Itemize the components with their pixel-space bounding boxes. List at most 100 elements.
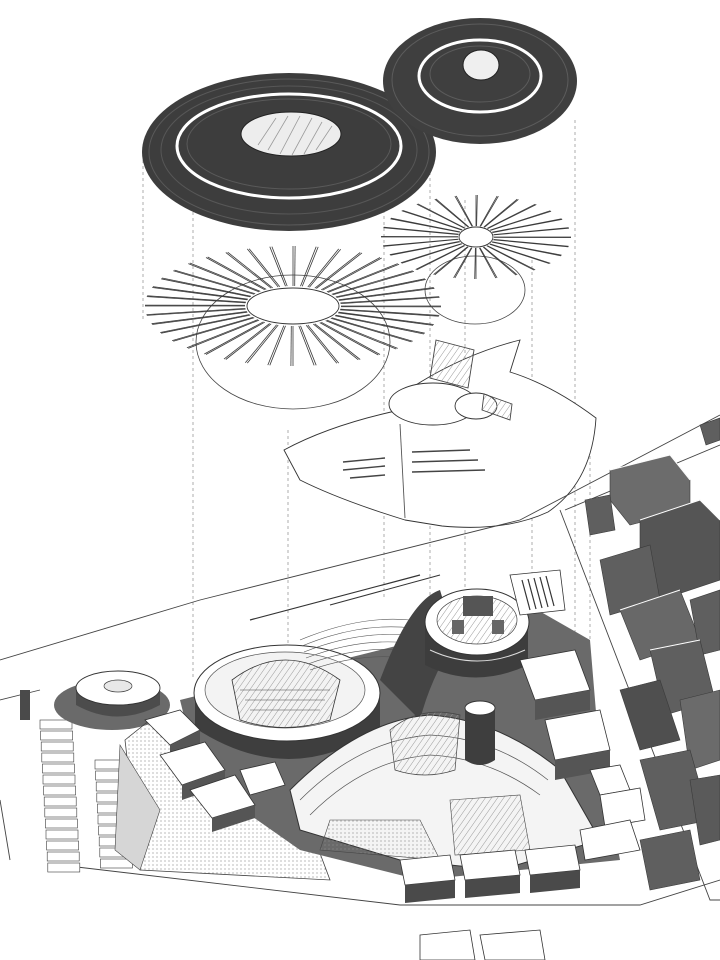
structure-spoke — [434, 246, 469, 276]
structure-spoke — [335, 314, 425, 334]
structure-spoke — [338, 312, 434, 326]
structure-spoke — [332, 271, 415, 296]
structure-spoke — [402, 210, 463, 231]
structure-spoke — [401, 210, 463, 231]
structure-spoke — [244, 324, 277, 364]
structure-spoke — [493, 239, 569, 247]
parking-bay — [44, 807, 78, 818]
structure-spoke — [188, 319, 260, 349]
structure-spoke — [487, 204, 537, 229]
structure-spoke — [327, 263, 400, 293]
ground-site-plan — [0, 414, 720, 960]
structure-spoke — [434, 198, 469, 228]
parking-bay — [47, 862, 81, 873]
structure-spoke — [480, 195, 499, 227]
structure-spoke — [173, 270, 255, 295]
roof-shell-small — [383, 18, 577, 144]
structure-spoke — [188, 263, 260, 293]
structure-spoke — [171, 316, 254, 341]
structure-spoke — [454, 195, 473, 227]
structure-spoke — [340, 297, 440, 304]
structure-spoke — [174, 269, 256, 295]
structure-spoke — [493, 227, 569, 236]
structure-spoke — [338, 287, 434, 301]
structure-spoke — [307, 324, 340, 364]
stair-block — [509, 569, 566, 616]
parking-bay — [39, 719, 73, 730]
structure-spoke — [205, 321, 265, 355]
structure-spoke — [223, 323, 270, 360]
parking-bay — [43, 796, 77, 807]
structure-spoke — [248, 248, 281, 288]
structure-spoke — [340, 296, 440, 304]
structure-spoke — [483, 246, 518, 276]
parking-bay — [45, 818, 78, 829]
structure-spoke — [483, 198, 518, 228]
main-theatre — [193, 644, 381, 759]
structure-spoke — [321, 257, 381, 291]
structure-spoke — [319, 322, 379, 356]
structure-spoke — [161, 314, 251, 334]
structure-spoke — [205, 257, 265, 291]
structure-spoke — [489, 243, 551, 264]
structure-spoke — [269, 325, 286, 366]
structure-spoke — [151, 311, 247, 325]
terrace-complex — [289, 700, 601, 871]
structure-spoke — [314, 323, 361, 360]
structure-spoke — [298, 325, 315, 366]
structure-spoke — [492, 218, 563, 233]
parking-bay — [45, 829, 79, 840]
structure-spoke — [487, 245, 536, 271]
structure-spoke — [400, 243, 462, 264]
radial-structure-large — [144, 245, 442, 410]
structure-spoke — [269, 246, 286, 287]
structure-spoke — [189, 262, 261, 292]
structure-spoke — [491, 241, 562, 257]
structure-spoke — [146, 308, 246, 316]
structure-spoke — [492, 218, 562, 233]
structure-spoke — [331, 270, 413, 295]
radial-structure-small — [380, 194, 572, 325]
structure-spoke — [336, 279, 426, 298]
structure-spoke — [479, 247, 497, 279]
structure-spoke — [479, 195, 498, 227]
structure-spoke — [152, 286, 248, 300]
parking-bay — [46, 851, 80, 862]
right-buildings — [519, 649, 646, 861]
structure-spoke — [267, 325, 285, 366]
roof-shell-large — [142, 73, 436, 231]
structure-spoke — [334, 315, 424, 335]
structure-spoke — [490, 210, 552, 231]
structure-spoke — [383, 226, 459, 235]
neighbourhood-buildings — [584, 417, 720, 891]
structure-spoke — [383, 238, 459, 247]
structure-spoke — [314, 252, 361, 289]
structure-spoke — [300, 246, 317, 287]
structure-spoke — [146, 308, 246, 315]
structure-spoke — [484, 199, 519, 228]
structure-spoke — [325, 320, 397, 350]
round-pavilion — [54, 670, 170, 730]
structure-spoke — [246, 324, 279, 364]
structure-spoke — [246, 248, 279, 288]
parking-bay — [42, 774, 76, 785]
structure-spoke — [326, 319, 398, 349]
structure-spoke — [326, 263, 398, 293]
structure-spoke — [152, 311, 248, 325]
structure-spoke — [313, 323, 359, 361]
structure-spoke — [161, 278, 251, 298]
parking-bay — [41, 752, 75, 763]
parking-bay — [42, 763, 75, 774]
structure-spoke — [489, 210, 551, 231]
structure-spoke — [487, 203, 536, 229]
structure-spoke — [453, 247, 472, 279]
structure-spoke — [339, 287, 435, 301]
structure-spoke — [204, 321, 264, 355]
structure-spoke — [489, 243, 550, 264]
structure-spoke — [338, 311, 434, 325]
structure-spoke — [433, 246, 468, 275]
structure-spoke — [415, 245, 465, 270]
structure-spoke — [401, 243, 463, 264]
structure-spoke — [493, 239, 569, 248]
